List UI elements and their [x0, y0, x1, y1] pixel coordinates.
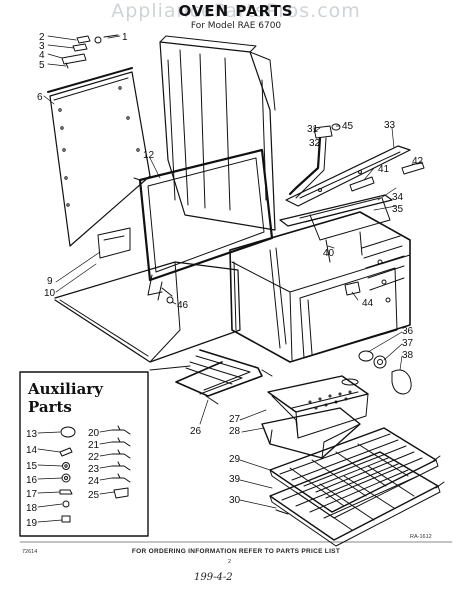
callout-23: 23 — [88, 464, 100, 475]
door-frame — [133, 148, 274, 297]
callout-5: 5 — [39, 60, 45, 71]
callout-29: 29 — [229, 454, 241, 465]
light-socket-parts — [358, 350, 412, 395]
corner-code-right: RA-1612 — [410, 534, 432, 540]
broil-element — [279, 194, 393, 263]
oven-cavity — [229, 211, 411, 363]
callout-21: 21 — [88, 440, 100, 451]
callout-20: 20 — [88, 428, 100, 439]
cabinet-frame — [159, 35, 276, 231]
callout-37: 37 — [402, 338, 414, 349]
callout-4: 4 — [39, 50, 45, 61]
callout-14: 14 — [26, 445, 38, 456]
callout-41: 41 — [378, 164, 390, 175]
callout-34: 34 — [392, 192, 404, 203]
callout-9: 9 — [47, 276, 53, 287]
callout-36: 36 — [402, 326, 414, 337]
handwritten-note: 199-4-2 — [194, 572, 233, 583]
callout-10: 10 — [44, 288, 56, 299]
callout-15: 15 — [26, 461, 38, 472]
callout-30: 30 — [229, 495, 241, 506]
broiler-pan — [261, 375, 369, 459]
callout-39: 39 — [229, 474, 241, 485]
callout-3: 3 — [39, 41, 45, 52]
callout-45: 46 — [177, 300, 189, 311]
corner-code-left: 72614 — [22, 549, 38, 555]
callout-40: 40 — [323, 248, 335, 259]
callout-16: 16 — [26, 475, 38, 486]
callout-18: 18 — [26, 503, 38, 514]
callout-32: 32 — [309, 138, 321, 149]
bake-element — [149, 349, 273, 405]
callout-27: 27 — [229, 414, 241, 425]
diagram-title: OVEN PARTS — [178, 2, 294, 20]
callout-28: 28 — [229, 426, 241, 437]
watermark: AppliancePartsPros.com — [111, 0, 361, 22]
callout-24: 24 — [88, 476, 100, 487]
callout-2: 2 — [39, 32, 45, 43]
rear-panel — [47, 67, 151, 247]
cabinet-bottom — [54, 227, 241, 363]
callout-42: 42 — [412, 156, 424, 167]
callout-labels: 2 3 4 5 1 6 12 9 10 46 31 32 45 33 42 41… — [26, 32, 424, 529]
callout-46: 45 — [342, 121, 354, 132]
callout-13: 13 — [26, 429, 38, 440]
callout-17: 17 — [26, 489, 38, 500]
callout-25: 25 — [88, 490, 100, 501]
leader-lines — [37, 35, 419, 523]
callout-31: 31 — [307, 124, 319, 135]
callout-35: 35 — [392, 204, 404, 215]
ordering-note: FOR ORDERING INFORMATION REFER TO PARTS … — [131, 548, 341, 555]
callout-19: 19 — [26, 518, 38, 529]
auxiliary-parts-box — [19, 371, 149, 537]
callout-12: 12 — [143, 150, 155, 161]
model-line: For Model RAE 6700 — [190, 21, 282, 31]
vent-tube — [288, 123, 341, 199]
top-vent-bracket — [285, 145, 425, 207]
callout-38: 38 — [402, 350, 414, 361]
oven-racks — [269, 427, 445, 547]
hinge-hardware-group — [61, 34, 119, 69]
callout-6: 6 — [37, 92, 43, 103]
auxiliary-parts-title: Auxiliary Parts — [28, 380, 103, 416]
callout-1: 1 — [122, 32, 128, 43]
callout-44: 44 — [362, 298, 374, 309]
page-number: 2 — [228, 559, 232, 565]
callout-22: 22 — [88, 452, 100, 463]
callout-33: 33 — [384, 120, 396, 131]
callout-26: 26 — [190, 426, 202, 437]
